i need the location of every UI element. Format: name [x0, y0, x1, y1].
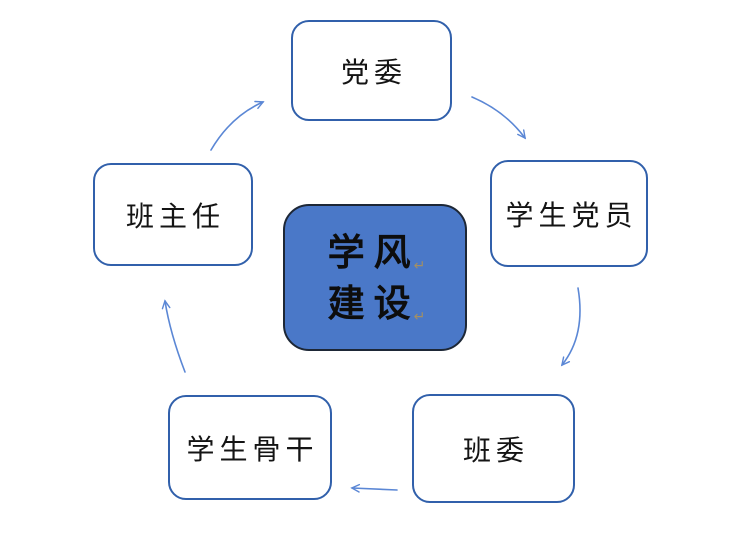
node-party-committee: 党委: [291, 20, 452, 121]
node-student-backbone: 学生骨干: [168, 395, 332, 500]
center-label-line2: 建设: [327, 280, 420, 325]
center-node-study-style-construction: 学风 ↵ 建设 ↵: [283, 204, 467, 351]
center-line-1: 学风 ↵: [319, 229, 432, 274]
node-label: 学生党员: [505, 198, 638, 232]
arrow-bottom-right-to-bottom-left: [350, 483, 398, 493]
paragraph-return-mark: ↵: [413, 257, 426, 274]
center-line-2: 建设 ↵: [319, 280, 432, 325]
node-class-committee: 班委: [412, 394, 575, 503]
center-label-line1: 学风: [327, 229, 420, 274]
paragraph-return-mark: ↵: [413, 308, 426, 325]
node-label: 党委: [340, 55, 407, 89]
arrow-left-to-top: [210, 100, 265, 151]
node-label: 班委: [462, 433, 529, 467]
node-student-party-members: 学生党员: [490, 160, 648, 267]
arrow-top-to-right: [471, 96, 527, 140]
node-head-teacher: 班主任: [93, 163, 253, 266]
arrow-right-to-bottom-right: [560, 287, 581, 367]
arrow-bottom-left-to-left: [161, 299, 186, 373]
node-label: 学生骨干: [186, 432, 319, 466]
node-label: 班主任: [125, 199, 225, 233]
